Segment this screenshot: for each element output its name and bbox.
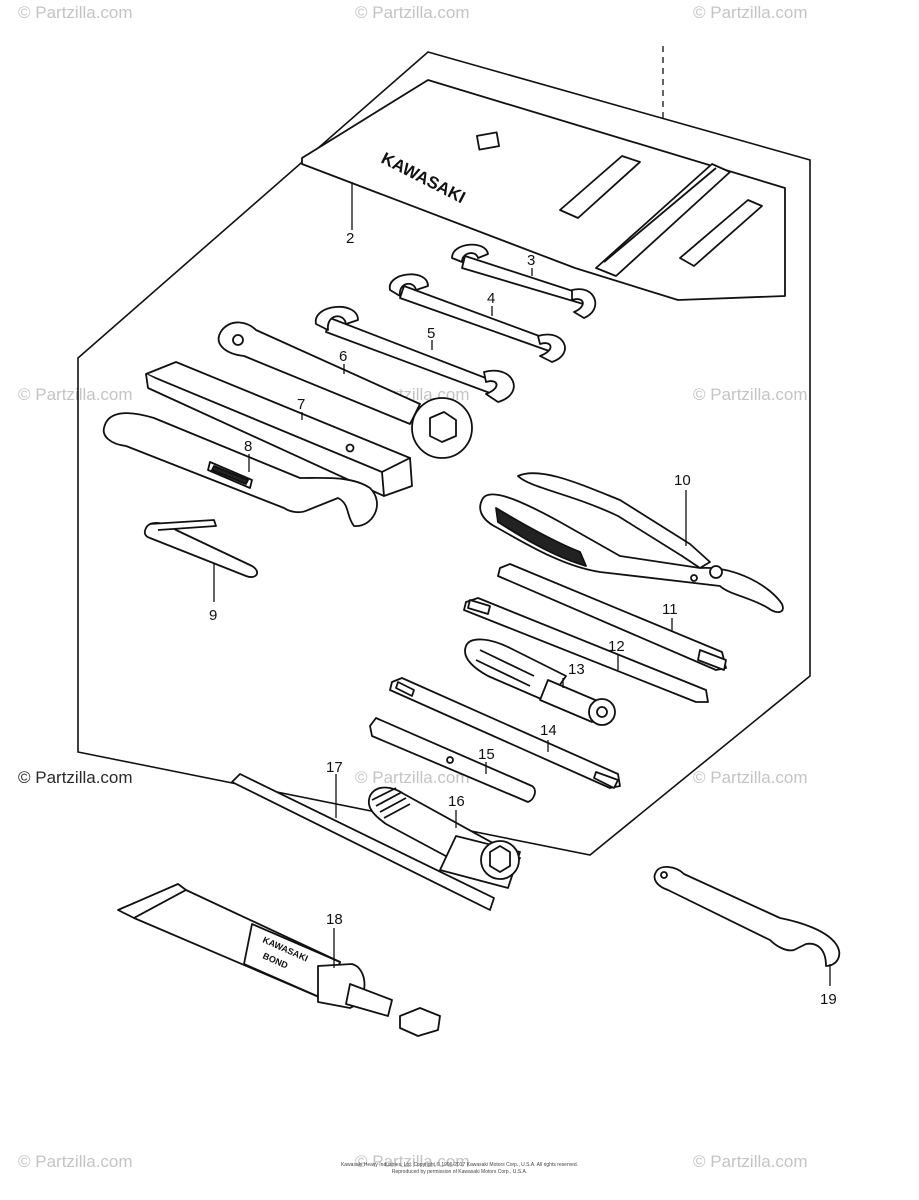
tommy-bar: [231, 773, 495, 911]
watermark-top-right: © Partzilla.com: [693, 3, 808, 22]
callout-16: 16: [448, 793, 465, 810]
watermark-top-left: © Partzilla.com: [18, 3, 133, 22]
callout-7: 7: [297, 396, 305, 413]
bond-tube: KAWASAKI BOND: [117, 883, 441, 1037]
flat-bar: [145, 361, 413, 497]
tapered-lever: [369, 717, 536, 803]
watermark-bottom-left: © Partzilla.com: [18, 1152, 133, 1171]
callout-5: 5: [427, 325, 435, 342]
hook-spanner: [102, 412, 378, 527]
callout-9: 9: [209, 607, 217, 624]
screwdriver-handle: [464, 638, 616, 726]
leader-lines: [213, 182, 831, 986]
small-hook-spanner: [653, 866, 841, 967]
callout-3: 3: [527, 252, 535, 269]
callout-18: 18: [326, 911, 343, 928]
callout-15: 15: [478, 746, 495, 763]
watermark-lower-left: © Partzilla.com: [18, 768, 133, 787]
wrench-medium: [389, 273, 566, 363]
watermark-mid-right: © Partzilla.com: [693, 385, 808, 404]
watermark-lower-center: © Partzilla.com: [355, 768, 470, 787]
hex-key: [143, 519, 259, 578]
wrench-large: [315, 306, 515, 403]
box-end-wrench: [217, 321, 473, 459]
screwdriver-long: [497, 563, 727, 671]
callouts: 2 3 4 5 6 7 8 9 10 11 12 13 14 15 16 17 …: [209, 230, 837, 1008]
callout-4: 4: [487, 290, 495, 307]
callout-14: 14: [540, 722, 557, 739]
kit-outline: [77, 51, 811, 856]
watermark-mid-left: © Partzilla.com: [18, 385, 133, 404]
callout-12: 12: [608, 638, 625, 655]
callout-11: 11: [662, 601, 678, 618]
screwdriver-blade: [463, 597, 709, 703]
watermark-top-center: © Partzilla.com: [355, 3, 470, 22]
watermark-lower-right: © Partzilla.com: [693, 768, 808, 787]
callout-10: 10: [674, 472, 691, 489]
callout-8: 8: [244, 438, 252, 455]
callout-13: 13: [568, 661, 585, 678]
callout-2: 2: [346, 230, 354, 247]
screwdriver-shaft: [389, 677, 621, 789]
tool-bag: KAWASAKI: [301, 79, 786, 301]
callout-19: 19: [820, 991, 837, 1008]
copyright-line-2: Reproduced by permission of Kawasaki Mot…: [391, 1169, 528, 1175]
wrench-small: [451, 243, 597, 319]
copyright-line-1: Kawasaki Heavy Industries, Ltd. Copyrigh…: [340, 1162, 579, 1168]
watermark-bottom-right: © Partzilla.com: [693, 1152, 808, 1171]
pliers: [479, 472, 784, 613]
watermark-bottom-center: © Partzilla.com: [355, 1152, 470, 1171]
callout-17: 17: [326, 759, 343, 776]
spark-plug-socket: [367, 786, 521, 889]
callout-6: 6: [339, 348, 347, 365]
